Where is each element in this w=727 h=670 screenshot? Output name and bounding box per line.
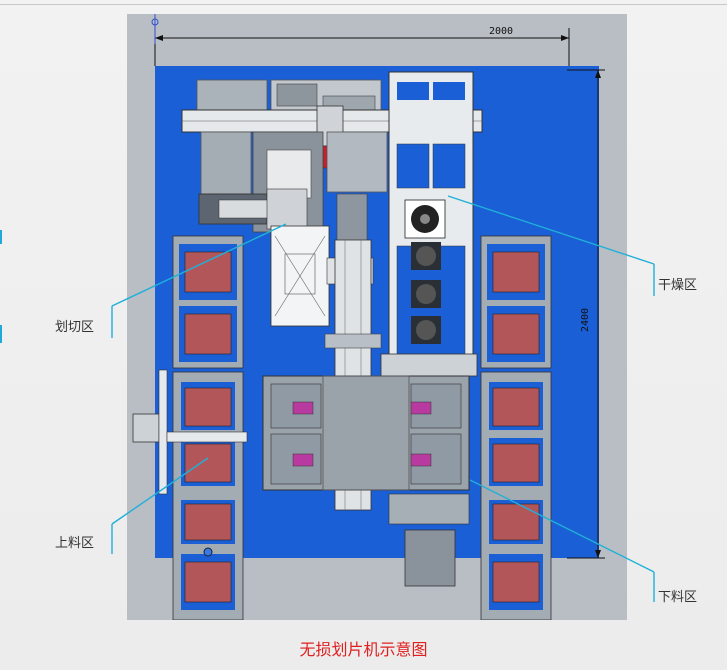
figure-caption: 无损划片机示意图 bbox=[299, 640, 428, 659]
height-dimension-label: 2400 bbox=[580, 308, 591, 332]
right-upper-magazine bbox=[480, 235, 552, 369]
left-upper-magazine bbox=[172, 235, 244, 369]
left-lower-magazine bbox=[172, 371, 244, 620]
work-table bbox=[262, 375, 470, 587]
width-dimension-label: 2000 bbox=[489, 26, 513, 37]
width-dimension: 2000 bbox=[154, 26, 570, 66]
machine-layout-drawing: 2000 2400 bbox=[127, 14, 627, 620]
top-divider-line bbox=[0, 4, 727, 5]
right-lower-magazine bbox=[480, 371, 552, 620]
cutting-zone-label: 划切区 bbox=[55, 320, 95, 335]
drying-zone-label: 干燥区 bbox=[658, 278, 698, 293]
drying-station bbox=[380, 71, 478, 377]
loading-arm bbox=[132, 369, 248, 495]
left-edge-mark bbox=[0, 230, 2, 244]
left-edge-mark bbox=[0, 325, 2, 343]
loading-zone-label: 上料区 bbox=[55, 536, 95, 551]
origin-mark bbox=[151, 14, 159, 44]
unloading-zone-label: 下料区 bbox=[658, 590, 698, 605]
height-dimension: 2400 bbox=[567, 69, 605, 559]
